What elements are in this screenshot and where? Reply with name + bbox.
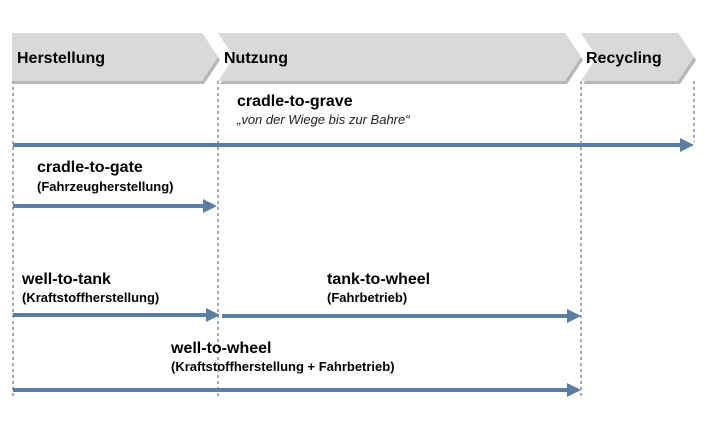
- phase-chevron-recycling: [581, 33, 694, 81]
- phase-label-herstellung: Herstellung: [17, 50, 105, 67]
- flow-title-well-to-tank: well-to-tank: [21, 271, 111, 288]
- flow-subtitle-cradle-to-grave: „von der Wiege bis zur Bahre“: [236, 112, 410, 127]
- arrow-head-icon: [567, 309, 581, 323]
- flow-arrow-cradle-to-grave: [13, 138, 694, 152]
- flow-arrows: [13, 138, 694, 397]
- flow-subtitle-well-to-wheel: (Kraftstoffherstellung + Fahrbetrieb): [171, 359, 395, 374]
- arrow-head-icon: [206, 308, 220, 322]
- phase-label-nutzung: Nutzung: [224, 50, 288, 67]
- phase-chevron-herstellung: [12, 33, 218, 81]
- phase-header: Herstellung Nutzung Recycling: [12, 33, 696, 84]
- arrow-head-icon: [680, 138, 694, 152]
- flow-arrow-well-to-tank: [13, 308, 220, 322]
- flow-arrow-well-to-wheel: [13, 383, 581, 397]
- flow-labels: cradle-to-grave „von der Wiege bis zur B…: [21, 93, 430, 374]
- flow-arrow-cradle-to-gate: [13, 199, 217, 213]
- phase-boundaries: [12, 81, 695, 396]
- flow-title-well-to-wheel: well-to-wheel: [170, 340, 271, 357]
- flow-title-cradle-to-grave: cradle-to-grave: [237, 93, 353, 110]
- flow-subtitle-tank-to-wheel: (Fahrbetrieb): [327, 290, 407, 305]
- flow-subtitle-cradle-to-gate: (Fahrzeugherstellung): [37, 179, 174, 194]
- flow-subtitle-well-to-tank: (Kraftstoffherstellung): [22, 290, 159, 305]
- phase-chevron-nutzung: [218, 33, 581, 81]
- flow-title-tank-to-wheel: tank-to-wheel: [327, 271, 430, 288]
- arrow-head-icon: [203, 199, 217, 213]
- flow-arrow-tank-to-wheel: [222, 309, 581, 323]
- flow-title-cradle-to-gate: cradle-to-gate: [37, 159, 143, 176]
- phase-label-recycling: Recycling: [586, 50, 662, 67]
- arrow-head-icon: [567, 383, 581, 397]
